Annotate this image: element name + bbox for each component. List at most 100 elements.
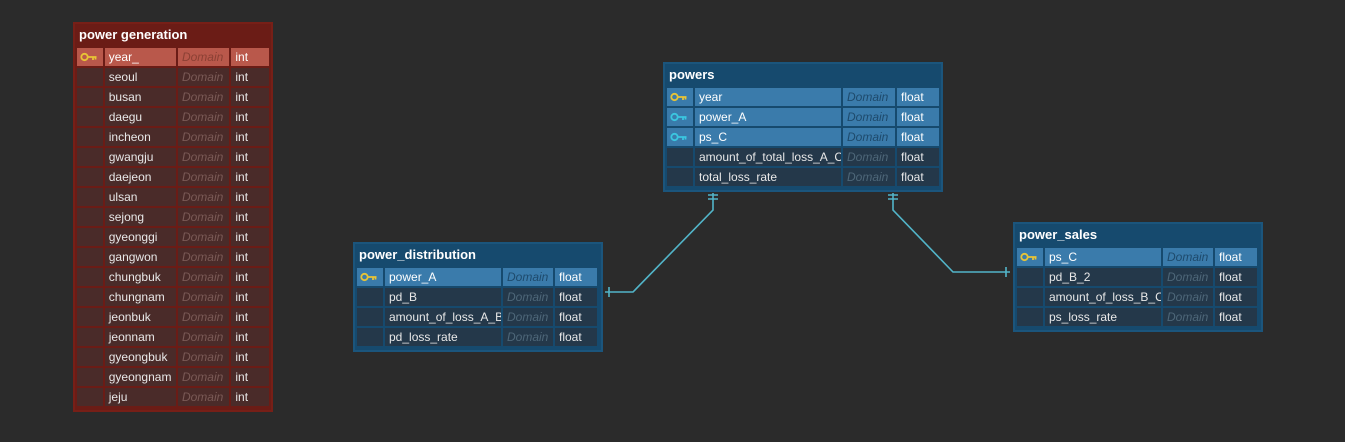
entity-title[interactable]: powers (669, 67, 715, 82)
column-name: daejeon (104, 168, 176, 188)
column-type: float (1215, 288, 1257, 308)
column-domain: Domain (177, 128, 230, 148)
column-domain: Domain (1163, 268, 1213, 288)
column-type: float (897, 108, 939, 128)
column-type: float (555, 328, 597, 348)
relationship-line-powers-distribution (605, 193, 714, 293)
column-type: int (231, 88, 269, 108)
column-type: float (555, 308, 597, 328)
key-cell (1017, 268, 1043, 288)
column-domain: Domain (843, 88, 895, 108)
column-type: float (555, 288, 597, 308)
column-type: int (231, 48, 269, 68)
entity-title[interactable]: power generation (79, 27, 188, 42)
column-type: int (231, 108, 269, 128)
column-type: float (1215, 308, 1257, 328)
column-domain: Domain (177, 148, 230, 168)
column-name: sejong (104, 208, 176, 228)
column-domain: Domain (503, 268, 553, 288)
key-cell (77, 108, 103, 128)
key-cell (77, 308, 103, 328)
primary-key-icon (1020, 252, 1037, 262)
column-name: ps_C (695, 128, 841, 148)
key-cell (1017, 308, 1043, 328)
column-domain: Domain (177, 308, 230, 328)
key-cell (77, 388, 103, 408)
entity-title[interactable]: power_sales (1019, 227, 1098, 242)
column-name: jeju (104, 388, 176, 408)
column-name: year (695, 88, 841, 108)
column-type: int (231, 268, 269, 288)
column-name: ulsan (104, 188, 176, 208)
column-name: daegu (104, 108, 176, 128)
column-domain: Domain (177, 168, 230, 188)
column-domain: Domain (843, 168, 895, 188)
key-cell (357, 268, 383, 288)
column-name: pd_B (385, 288, 501, 308)
column-type: float (897, 128, 939, 148)
column-domain: Domain (503, 288, 553, 308)
entity-title[interactable]: power_distribution (359, 247, 476, 262)
column-name: pd_loss_rate (385, 328, 501, 348)
column-domain: Domain (843, 148, 895, 168)
column-type: int (231, 368, 269, 388)
column-name: chungbuk (104, 268, 176, 288)
primary-key-icon (80, 52, 97, 62)
key-cell (77, 148, 103, 168)
column-domain: Domain (177, 68, 230, 88)
key-cell (77, 88, 103, 108)
key-cell (77, 268, 103, 288)
column-name: amount_of_total_loss_A_C (695, 148, 841, 168)
key-cell (1017, 248, 1043, 268)
column-name: incheon (104, 128, 176, 148)
key-cell (667, 148, 693, 168)
column-name: ps_C (1045, 248, 1161, 268)
column-domain: Domain (177, 268, 230, 288)
column-domain: Domain (177, 108, 230, 128)
key-cell (77, 328, 103, 348)
key-cell (667, 108, 693, 128)
key-cell (77, 168, 103, 188)
key-cell (357, 328, 383, 348)
column-domain: Domain (177, 388, 230, 408)
column-name: busan (104, 88, 176, 108)
